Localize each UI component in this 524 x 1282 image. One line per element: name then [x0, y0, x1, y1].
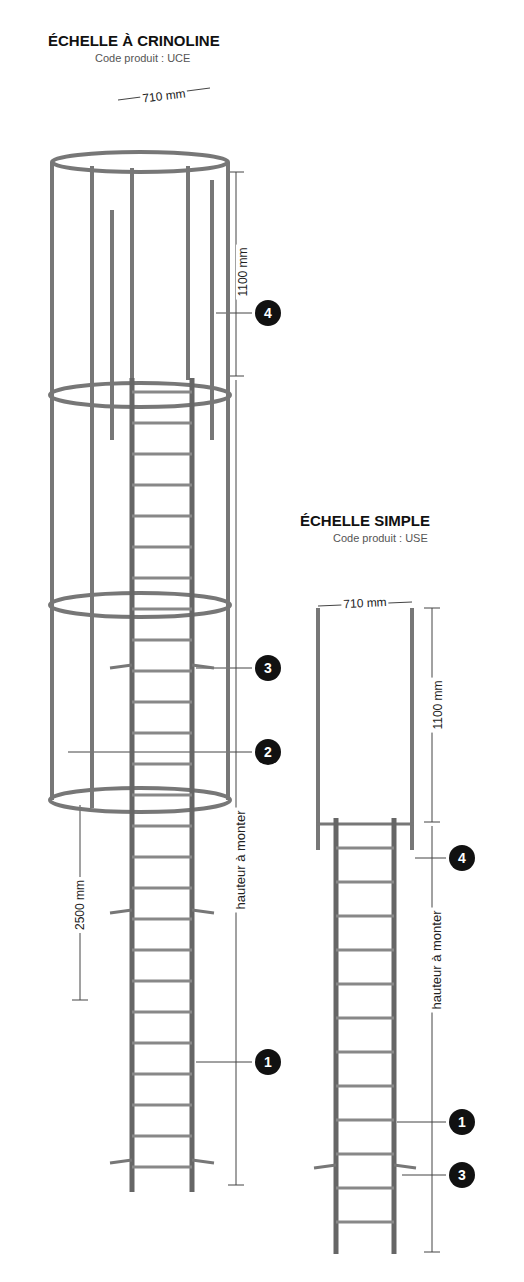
ladder-rung — [336, 983, 394, 986]
ladder-rung — [132, 980, 192, 983]
dimension-label: 710 mm — [341, 595, 389, 611]
ladder-rung — [132, 639, 192, 642]
callout-number: 4 — [458, 850, 466, 866]
dimension-label: hauteur à monter — [233, 807, 248, 912]
ladder-rung — [132, 1135, 192, 1138]
ladder-rung — [336, 1119, 394, 1122]
ladder-rung — [132, 1104, 192, 1107]
dimension-label: hauteur à monter — [429, 907, 444, 1012]
ladder-title: ÉCHELLE SIMPLE — [300, 512, 430, 529]
ladder-rung — [132, 701, 192, 704]
ladder-rung — [132, 484, 192, 487]
ladder-rung — [132, 422, 192, 425]
ladder-rung — [132, 546, 192, 549]
ladder-rung — [132, 887, 192, 890]
dimension-label: 1100 mm — [236, 244, 250, 299]
ladder-rung — [132, 856, 192, 859]
ladder-rung — [336, 915, 394, 918]
callout-number: 3 — [458, 1167, 466, 1183]
callout-circle: 2 — [255, 739, 281, 765]
ladder-rung — [132, 918, 192, 921]
ladder-title: ÉCHELLE À CRINOLINE — [48, 32, 220, 49]
ladder-rung — [336, 1221, 394, 1224]
ladder-rung — [336, 1153, 394, 1156]
ladder-rung — [132, 825, 192, 828]
callout-circle: 4 — [255, 300, 281, 326]
ladder-rung — [132, 453, 192, 456]
ladder-rung — [336, 881, 394, 884]
dimension-label: 2500 mm — [73, 877, 87, 933]
ladder-rung — [336, 1085, 394, 1088]
ladder-rung — [132, 608, 192, 611]
ladder-rung — [132, 732, 192, 735]
callout-circle: 3 — [255, 655, 281, 681]
callout-circle: 3 — [449, 1162, 475, 1188]
product-code: Code produit : UCE — [95, 52, 190, 64]
ladder-rung — [132, 1042, 192, 1045]
ladder-rung — [336, 1017, 394, 1020]
callout-number: 3 — [264, 660, 272, 676]
ladder-rung — [132, 670, 192, 673]
ladder-rung — [336, 1187, 394, 1190]
dimension-label: 1100 mm — [431, 677, 445, 732]
ladder-rung — [132, 577, 192, 580]
dimension-label: 710 mm — [140, 86, 189, 106]
callout-number: 4 — [264, 305, 272, 321]
callout-number: 1 — [458, 1114, 466, 1130]
ladder-rung — [132, 1073, 192, 1076]
ladder-rung — [336, 1051, 394, 1054]
ladder-rung — [336, 949, 394, 952]
product-code: Code produit : USE — [333, 532, 428, 544]
ladder-rung — [132, 794, 192, 797]
callout-circle: 4 — [449, 845, 475, 871]
callout-number: 2 — [264, 744, 272, 760]
callout-number: 1 — [264, 1054, 272, 1070]
ladder-rung — [336, 847, 394, 850]
ladder-rung — [132, 949, 192, 952]
ladder-rung — [132, 1011, 192, 1014]
ladder-rung — [132, 515, 192, 518]
ladder-rung — [132, 391, 192, 394]
callout-circle: 1 — [449, 1109, 475, 1135]
callout-circle: 1 — [255, 1049, 281, 1075]
ladder-rung — [132, 1166, 192, 1169]
ladder-rung — [132, 763, 192, 766]
